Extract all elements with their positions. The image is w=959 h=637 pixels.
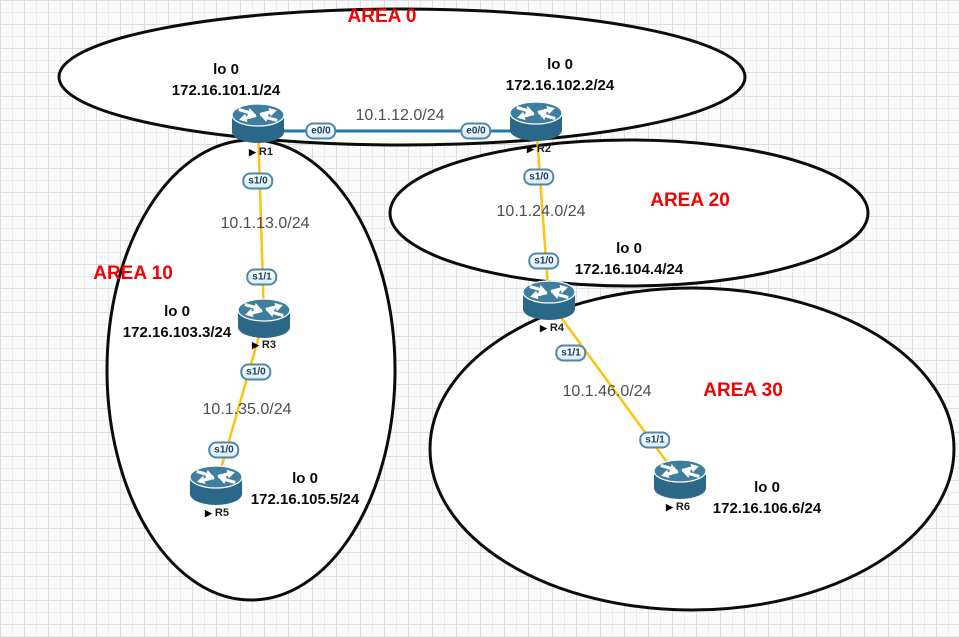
link-r2-r4-serial <box>534 121 551 302</box>
r6-s1-1-badge: s1/1 <box>639 431 671 449</box>
router-started-icon: ▶ <box>249 147 256 157</box>
r3-s1-1-badge: s1/1 <box>246 268 278 286</box>
router-icon <box>509 101 563 141</box>
router-r1[interactable] <box>230 103 286 145</box>
r3-loopback-label: lo 0 172.16.103.3/24 <box>123 301 231 343</box>
router-r2[interactable] <box>508 101 564 143</box>
r5-loopback-if: lo 0 <box>292 470 318 487</box>
network-label-10-1-24: 10.1.24.0/24 <box>496 203 586 220</box>
area-30-ellipse-outline <box>428 286 956 612</box>
network-label-10-1-46: 10.1.46.0/24 <box>562 383 652 400</box>
router-started-icon: ▶ <box>527 144 534 154</box>
r3-label: ▶R3 <box>252 339 276 351</box>
area-10-label: AREA 10 <box>93 263 173 284</box>
r2-s1-0-badge: s1/0 <box>523 168 555 186</box>
r1-loopback-label: lo 0 172.16.101.1/24 <box>172 59 280 101</box>
router-icon <box>522 280 576 320</box>
r4-loopback-addr: 172.16.104.4/24 <box>574 261 684 278</box>
r2-name-text: R2 <box>536 143 551 155</box>
r1-loopback-if: lo 0 <box>213 61 239 78</box>
r3-name-text: R3 <box>261 339 276 351</box>
area-30-label: AREA 30 <box>703 380 783 401</box>
network-label-10-1-12: 10.1.12.0/24 <box>355 107 445 124</box>
r2-loopback-label: lo 0 172.16.102.2/24 <box>506 54 614 96</box>
r4-loopback-label: lo 0 172.16.104.4/24 <box>575 238 683 280</box>
router-r5[interactable] <box>188 465 244 507</box>
router-icon <box>653 459 707 499</box>
area-0-label: AREA 0 <box>347 6 417 27</box>
r4-label: ▶R4 <box>540 322 564 334</box>
router-icon <box>189 465 243 505</box>
r6-loopback-label: lo 0 172.16.106.6/24 <box>713 477 821 519</box>
r4-loopback-if: lo 0 <box>616 240 642 257</box>
r2-e0-0-badge: e0/0 <box>460 122 492 140</box>
r2-loopback-if: lo 0 <box>547 56 573 73</box>
r5-loopback-addr: 172.16.105.5/24 <box>250 491 360 508</box>
r1-label: ▶R1 <box>249 146 273 158</box>
r2-loopback-addr: 172.16.102.2/24 <box>505 77 615 94</box>
area-20-ellipse-fill <box>390 140 868 286</box>
link-r4-r6-serial <box>547 300 682 481</box>
link-r1-r3-serial <box>256 123 266 320</box>
network-label-10-1-13: 10.1.13.0/24 <box>220 215 310 232</box>
router-started-icon: ▶ <box>252 340 259 350</box>
area-0-ellipse-outline <box>57 7 747 147</box>
area-30-ellipse-fill <box>430 288 954 610</box>
router-started-icon: ▶ <box>540 323 547 333</box>
r6-loopback-if: lo 0 <box>754 479 780 496</box>
r6-loopback-addr: 172.16.106.6/24 <box>712 500 822 517</box>
r1-name-text: R1 <box>258 146 273 158</box>
area-0-ellipse-fill <box>59 9 745 145</box>
area-20-ellipse-outline <box>388 138 870 288</box>
r4-name-text: R4 <box>549 322 564 334</box>
router-icon <box>231 103 285 143</box>
r5-loopback-label: lo 0 172.16.105.5/24 <box>251 468 359 510</box>
router-r3[interactable] <box>236 298 292 340</box>
r6-name-text: R6 <box>675 501 690 513</box>
router-started-icon: ▶ <box>666 502 673 512</box>
router-started-icon: ▶ <box>205 508 212 518</box>
r1-s1-0-badge: s1/0 <box>242 172 274 190</box>
router-icon <box>237 298 291 338</box>
r3-s1-0-badge: s1/0 <box>240 363 272 381</box>
r5-s1-0-badge: s1/0 <box>208 441 240 459</box>
network-label-10-1-35: 10.1.35.0/24 <box>202 401 292 418</box>
area-20-label: AREA 20 <box>650 190 730 211</box>
r4-s1-1-badge: s1/1 <box>555 344 587 362</box>
router-r6[interactable] <box>652 459 708 501</box>
r1-loopback-addr: 172.16.101.1/24 <box>171 82 281 99</box>
r3-loopback-if: lo 0 <box>164 303 190 320</box>
r2-label: ▶R2 <box>527 143 551 155</box>
r5-name-text: R5 <box>214 507 229 519</box>
r6-label: ▶R6 <box>666 501 690 513</box>
r5-label: ▶R5 <box>205 507 229 519</box>
r4-s1-0-badge: s1/0 <box>528 252 560 270</box>
router-r4[interactable] <box>521 280 577 322</box>
r1-e0-0-badge: e0/0 <box>305 122 337 140</box>
r3-loopback-addr: 172.16.103.3/24 <box>122 324 232 341</box>
